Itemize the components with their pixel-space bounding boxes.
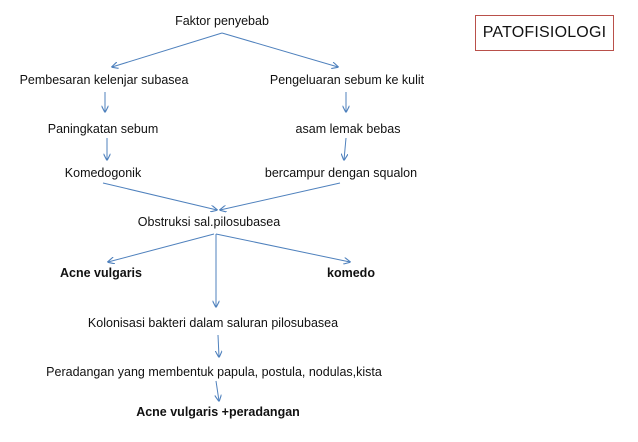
node-acne-vulgaris: Acne vulgaris [60,266,142,280]
arrow-faktor-to-pengeluaran [221,32,338,67]
arrow-obstruksi-to-komedo [215,233,350,262]
arrow-peradangan-to-final [216,380,219,401]
diagram-title: PATOFISIOLOGI [475,15,614,51]
arrow-faktor-to-pembesaran [112,32,223,67]
node-komedogonik: Komedogonik [64,166,142,180]
arrow-komedogonik-to-obstruksi [102,182,217,210]
node-obstruksi: Obstruksi sal.pilosubasea [137,215,281,229]
node-pengeluaran: Pengeluaran sebum ke kulit [269,73,425,87]
arrow-asam-to-bercampur [344,137,346,160]
node-acne-peradangan: Acne vulgaris +peradangan [136,405,300,419]
node-pembesaran: Pembesaran kelenjar subasea [19,73,189,87]
arrow-kolonisasi-to-peradangan [218,334,219,357]
node-peradangan: Peradangan yang membentuk papula, postul… [46,365,382,379]
node-faktor-penyebab: Faktor penyebab [175,14,269,28]
node-komedo: komedo [327,266,375,280]
arrow-bercampur-to-obstruksi [220,182,341,210]
node-bercampur: bercampur dengan squalon [264,166,418,180]
node-paningkatan: Paningkatan sebum [47,122,159,136]
node-asam-lemak: asam lemak bebas [295,122,401,136]
node-kolonisasi: Kolonisasi bakteri dalam saluran pilosub… [87,316,339,330]
arrow-obstruksi-to-acne [108,233,215,262]
